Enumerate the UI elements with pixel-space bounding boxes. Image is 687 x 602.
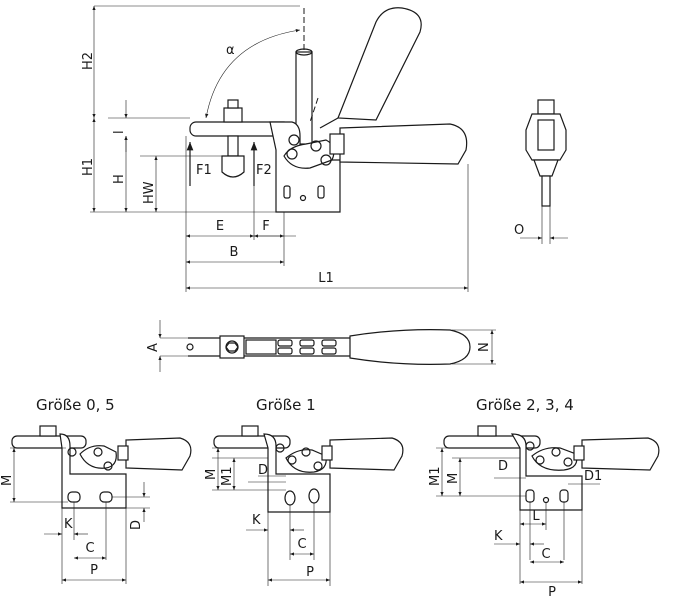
- label-m1: M1: [220, 467, 235, 487]
- label-d: D: [498, 459, 508, 474]
- top-view: A N: [146, 320, 496, 372]
- label-p: P: [90, 563, 98, 578]
- label-d: D: [258, 463, 268, 478]
- label-h1: H1: [81, 158, 96, 176]
- label-f2: F2: [256, 163, 272, 178]
- label-k: K: [494, 529, 503, 544]
- label-l: L: [532, 509, 540, 524]
- label-k: K: [252, 513, 261, 528]
- variant-size-2-3-4: Größe 2, 3, 4 M1 M D D1 L: [428, 396, 660, 600]
- label-b: B: [230, 245, 239, 260]
- variant-size-1: Größe 1 M M1 D K C: [204, 396, 404, 586]
- side-view: H2 α l H1 H HW F1 F2 E F: [81, 5, 469, 292]
- label-c: C: [297, 537, 306, 552]
- label-alpha: α: [226, 43, 235, 58]
- end-view: O: [514, 99, 568, 244]
- variant-title: Größe 0, 5: [36, 396, 115, 414]
- label-c: C: [85, 541, 94, 556]
- label-d: D: [129, 520, 144, 530]
- label-c: C: [541, 547, 550, 562]
- label-m: M: [204, 469, 219, 480]
- label-a: A: [146, 343, 161, 352]
- label-l1: L1: [318, 271, 334, 286]
- variant-title: Größe 1: [256, 396, 316, 414]
- label-k: K: [64, 517, 73, 532]
- label-hw: HW: [142, 181, 157, 204]
- base-body: [269, 121, 341, 213]
- label-l: l: [112, 130, 127, 134]
- label-f1: F1: [196, 163, 212, 178]
- label-m1: M1: [428, 467, 443, 487]
- handle: [329, 123, 468, 165]
- label-m: M: [0, 475, 15, 486]
- raised-arm: [295, 8, 319, 145]
- label-o: O: [514, 223, 524, 238]
- label-h: H: [112, 174, 127, 184]
- label-d1: D1: [584, 469, 602, 484]
- label-m: M: [446, 473, 461, 484]
- label-e: E: [216, 219, 224, 234]
- variant-size-0-5: Größe 0, 5 M D K C P: [0, 396, 192, 584]
- label-p: P: [306, 565, 314, 580]
- raised-handle: [319, 7, 422, 129]
- label-p: P: [548, 585, 556, 600]
- variant-title: Größe 2, 3, 4: [476, 396, 574, 414]
- label-n: N: [477, 342, 492, 352]
- label-f: F: [262, 219, 269, 234]
- label-h2: H2: [81, 52, 96, 70]
